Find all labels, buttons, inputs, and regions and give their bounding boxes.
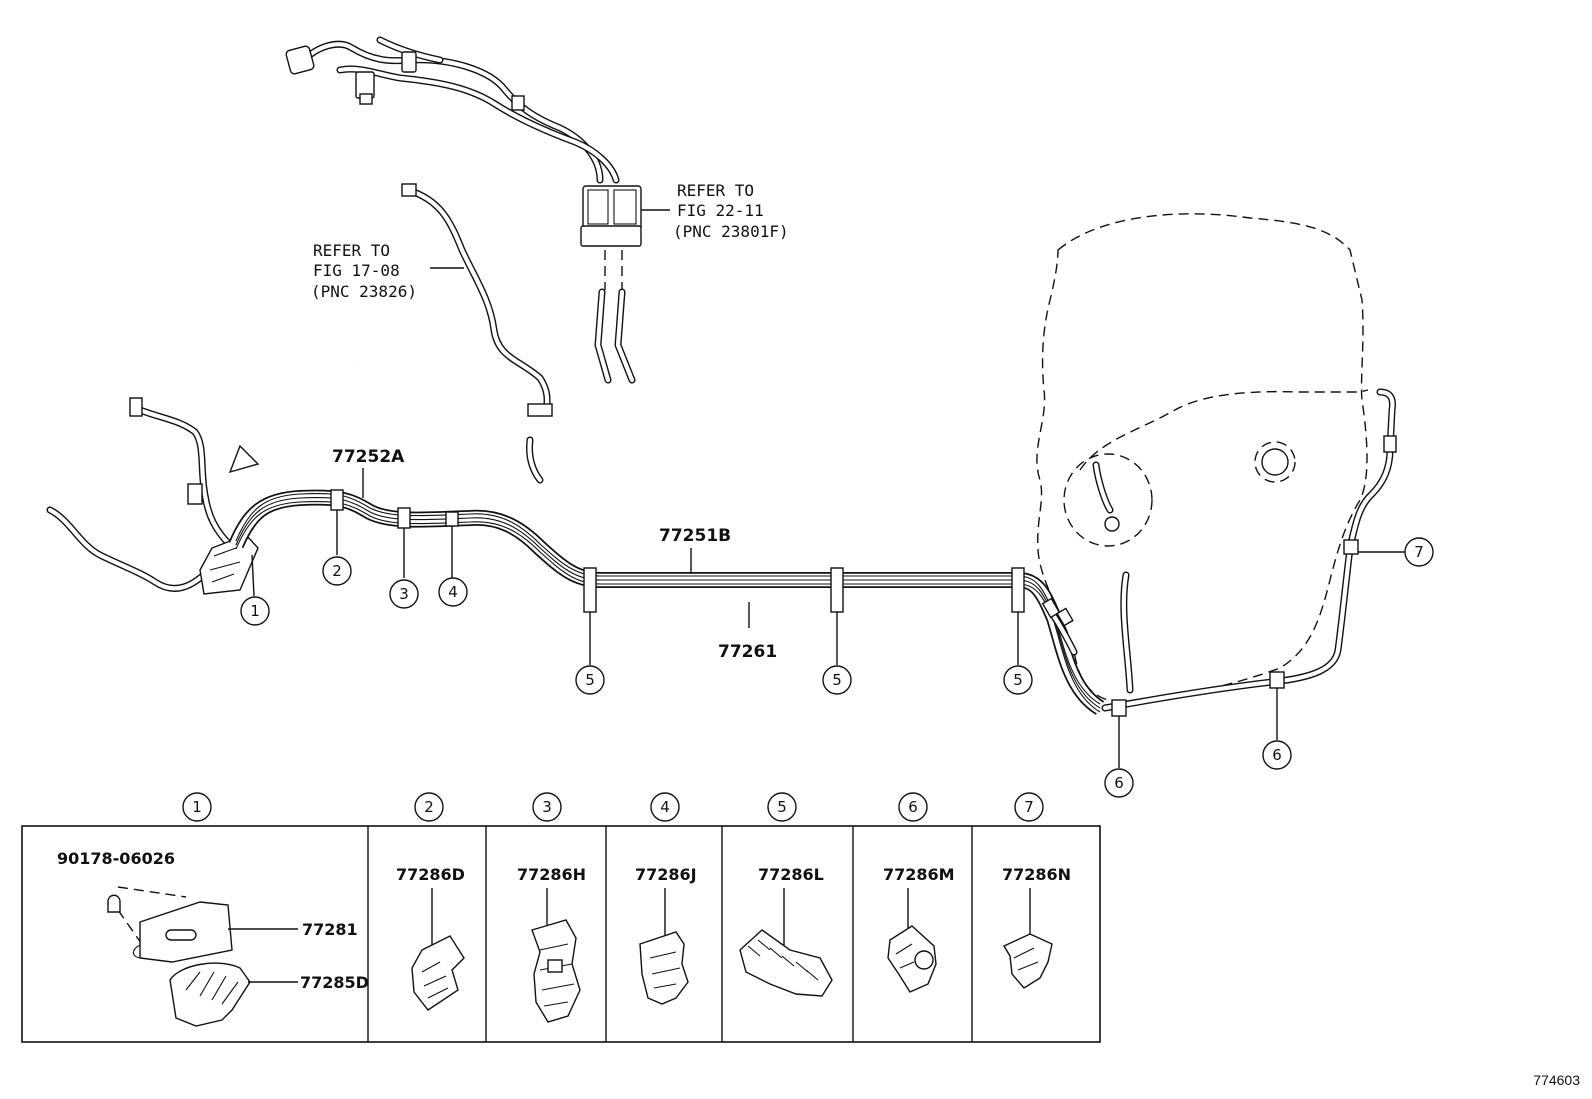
ref-top-left-line3: (PNC 23826) <box>311 282 417 301</box>
callout-4: 4 <box>438 577 468 607</box>
part-label-77286M: 77286M <box>883 865 955 884</box>
legend-header-1: 1 <box>192 798 202 816</box>
callout-leaders <box>251 468 1405 768</box>
ref-top-left-line2: FIG 17-08 <box>313 261 400 280</box>
direction-arrow-icon <box>228 364 354 474</box>
callout-6b-text: 6 <box>1272 746 1282 764</box>
legend-header-5: 5 <box>777 798 787 816</box>
callout-3: 3 <box>389 579 419 609</box>
legend-header-4: 4 <box>660 798 670 816</box>
callout-6a: 6 <box>1104 768 1134 798</box>
fuel-tank-outline <box>1036 213 1369 703</box>
line-clamps <box>330 489 1359 717</box>
legend-table <box>21 825 1101 1043</box>
callout-5b: 5 <box>822 665 852 695</box>
vent-tube-ends <box>594 288 636 384</box>
callout-2: 2 <box>322 556 352 586</box>
part-label-77252A: 77252A <box>332 447 405 467</box>
part-label-77286N: 77286N <box>1002 865 1071 884</box>
callout-2-text: 2 <box>332 562 342 580</box>
callout-7-text: 7 <box>1414 543 1424 561</box>
callout-5a: 5 <box>575 665 605 695</box>
tank-inner-lines <box>1041 461 1134 694</box>
engine-side-lines <box>46 397 259 595</box>
legend-headers: 1 2 3 4 5 6 7 <box>182 792 1044 822</box>
part-label-77286J: 77286J <box>635 865 697 884</box>
callout-5a-text: 5 <box>585 671 595 689</box>
callout-5c: 5 <box>1003 665 1033 695</box>
legend-cell-2: 77286D <box>396 865 465 1011</box>
part-label-77286H: 77286H <box>517 865 586 884</box>
ref-top-right-line3: (PNC 23801F) <box>673 222 789 241</box>
tank-vent-line <box>1101 388 1397 712</box>
breather-hose <box>401 183 553 484</box>
callout-3-text: 3 <box>399 585 409 603</box>
legend-header-6: 6 <box>908 798 918 816</box>
legend-cell-3: 77286H <box>517 865 586 1023</box>
callout-5c-text: 5 <box>1013 671 1023 689</box>
filler-vent-hose-assembly <box>285 36 670 247</box>
part-label-77286L: 77286L <box>758 865 824 884</box>
legend-header-7: 7 <box>1024 798 1034 816</box>
legend-header-2: 2 <box>424 798 434 816</box>
callout-6b: 6 <box>1262 740 1292 770</box>
callout-1: 1 <box>240 596 270 626</box>
figure-number: 774603 <box>1533 1072 1580 1088</box>
callout-6a-text: 6 <box>1114 774 1124 792</box>
legend-cell-4: 77286J <box>635 865 697 1005</box>
part-label-77285D: 77285D <box>300 973 369 992</box>
ref-top-right-line2: FIG 22-11 <box>677 201 764 220</box>
callout-7: 7 <box>1404 537 1434 567</box>
callout-5b-text: 5 <box>832 671 842 689</box>
legend-cell-7: 77286N <box>1002 865 1071 989</box>
callout-1-text: 1 <box>250 602 260 620</box>
legend-cell-5: 77286L <box>739 865 833 997</box>
callout-4-text: 4 <box>448 583 458 601</box>
part-label-77261: 77261 <box>718 642 777 662</box>
part-label-77251B: 77251B <box>659 526 731 546</box>
legend-cell-6: 77286M <box>883 865 955 993</box>
ref-top-right-line1: REFER TO <box>677 181 754 200</box>
ref-top-left-line1: REFER TO <box>313 241 390 260</box>
legend-cell-1: 90178-06026 77281 77285D <box>57 849 369 1027</box>
part-label-90178-06026: 90178-06026 <box>57 849 175 868</box>
part-label-77286D: 77286D <box>396 865 465 884</box>
legend-header-3: 3 <box>542 798 552 816</box>
part-label-77281: 77281 <box>302 920 358 939</box>
